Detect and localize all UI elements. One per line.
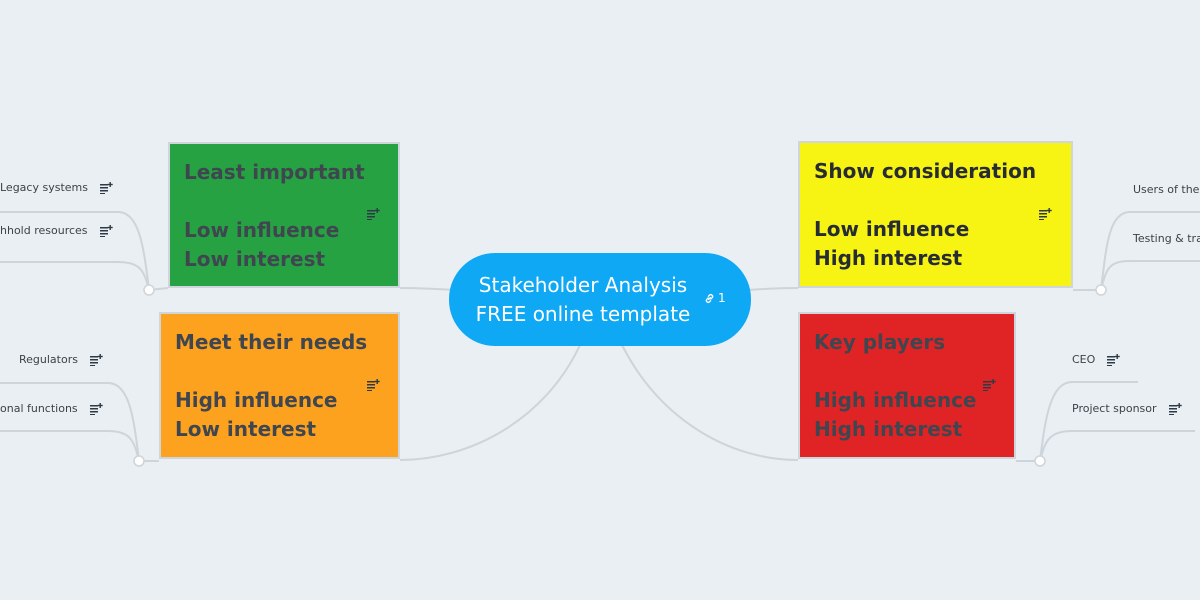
- subtopic-label: onal functions: [0, 402, 78, 415]
- note-icon: [89, 353, 103, 366]
- link-icon: [705, 293, 714, 303]
- subtopic-label: Legacy systems: [0, 181, 88, 194]
- topic-influence: High influence: [175, 388, 338, 412]
- note-icon: [99, 224, 113, 237]
- subtopic-legacy-systems[interactable]: Legacy systems: [0, 181, 113, 194]
- subtopic-label: Testing & tra: [1133, 232, 1200, 245]
- topic-interest: Low interest: [175, 417, 317, 441]
- note-icon: [99, 181, 113, 194]
- topic-show-consideration[interactable]: Show consideration Low influence High in…: [798, 141, 1073, 288]
- topic-least-important[interactable]: Least important Low influence Low intere…: [168, 142, 400, 288]
- subtopic-ceo[interactable]: CEO: [1072, 353, 1120, 366]
- subtopic-label: hhold resources: [0, 224, 88, 237]
- topic-influence: High influence: [814, 388, 977, 412]
- note-icon[interactable]: [367, 379, 380, 391]
- subtopic-regulators[interactable]: Regulators: [19, 353, 103, 366]
- central-topic[interactable]: Stakeholder Analysis FREE online templat…: [449, 253, 751, 346]
- topic-influence: Low influence: [184, 218, 340, 242]
- subtopic-functional-functions[interactable]: onal functions: [0, 402, 103, 415]
- note-icon[interactable]: [983, 379, 996, 391]
- topic-influence: Low influence: [814, 217, 970, 241]
- note-icon[interactable]: [367, 208, 380, 220]
- topic-interest: High interest: [814, 417, 963, 441]
- topic-title: Show consideration: [814, 159, 1037, 183]
- subtopic-users-of-the[interactable]: Users of the: [1133, 183, 1199, 196]
- topic-meet-their-needs[interactable]: Meet their needs High influence Low inte…: [159, 312, 400, 459]
- topic-interest: Low interest: [184, 247, 326, 271]
- link-badge[interactable]: 1: [704, 291, 726, 305]
- note-icon: [1168, 402, 1182, 415]
- subtopic-testing-training[interactable]: Testing & tra: [1133, 232, 1200, 245]
- subtopic-project-sponsor[interactable]: Project sponsor: [1072, 402, 1182, 415]
- note-icon: [89, 402, 103, 415]
- topic-blank-line: [184, 187, 384, 216]
- note-icon: [1107, 353, 1120, 366]
- subtopic-label: Project sponsor: [1072, 402, 1157, 415]
- topic-interest: High interest: [814, 246, 963, 270]
- subtopic-label: Users of the: [1133, 183, 1200, 196]
- subtopic-label: CEO: [1072, 353, 1096, 366]
- topic-title: Key players: [814, 330, 946, 354]
- subtopic-household-resources[interactable]: hhold resources: [0, 224, 113, 237]
- topic-blank-line: [814, 186, 1057, 215]
- topic-title: Least important: [184, 160, 365, 184]
- topic-title: Meet their needs: [175, 330, 368, 354]
- topic-blank-line: [814, 357, 1000, 386]
- central-title-line1: Stakeholder Analysis: [478, 272, 688, 297]
- topic-key-players[interactable]: Key players High influence High interest: [798, 312, 1016, 459]
- central-title-line2: FREE online template: [475, 301, 691, 326]
- subtopic-label: Regulators: [19, 353, 78, 366]
- topic-blank-line: [175, 357, 384, 386]
- link-count: 1: [718, 291, 726, 305]
- note-icon[interactable]: [1039, 208, 1052, 220]
